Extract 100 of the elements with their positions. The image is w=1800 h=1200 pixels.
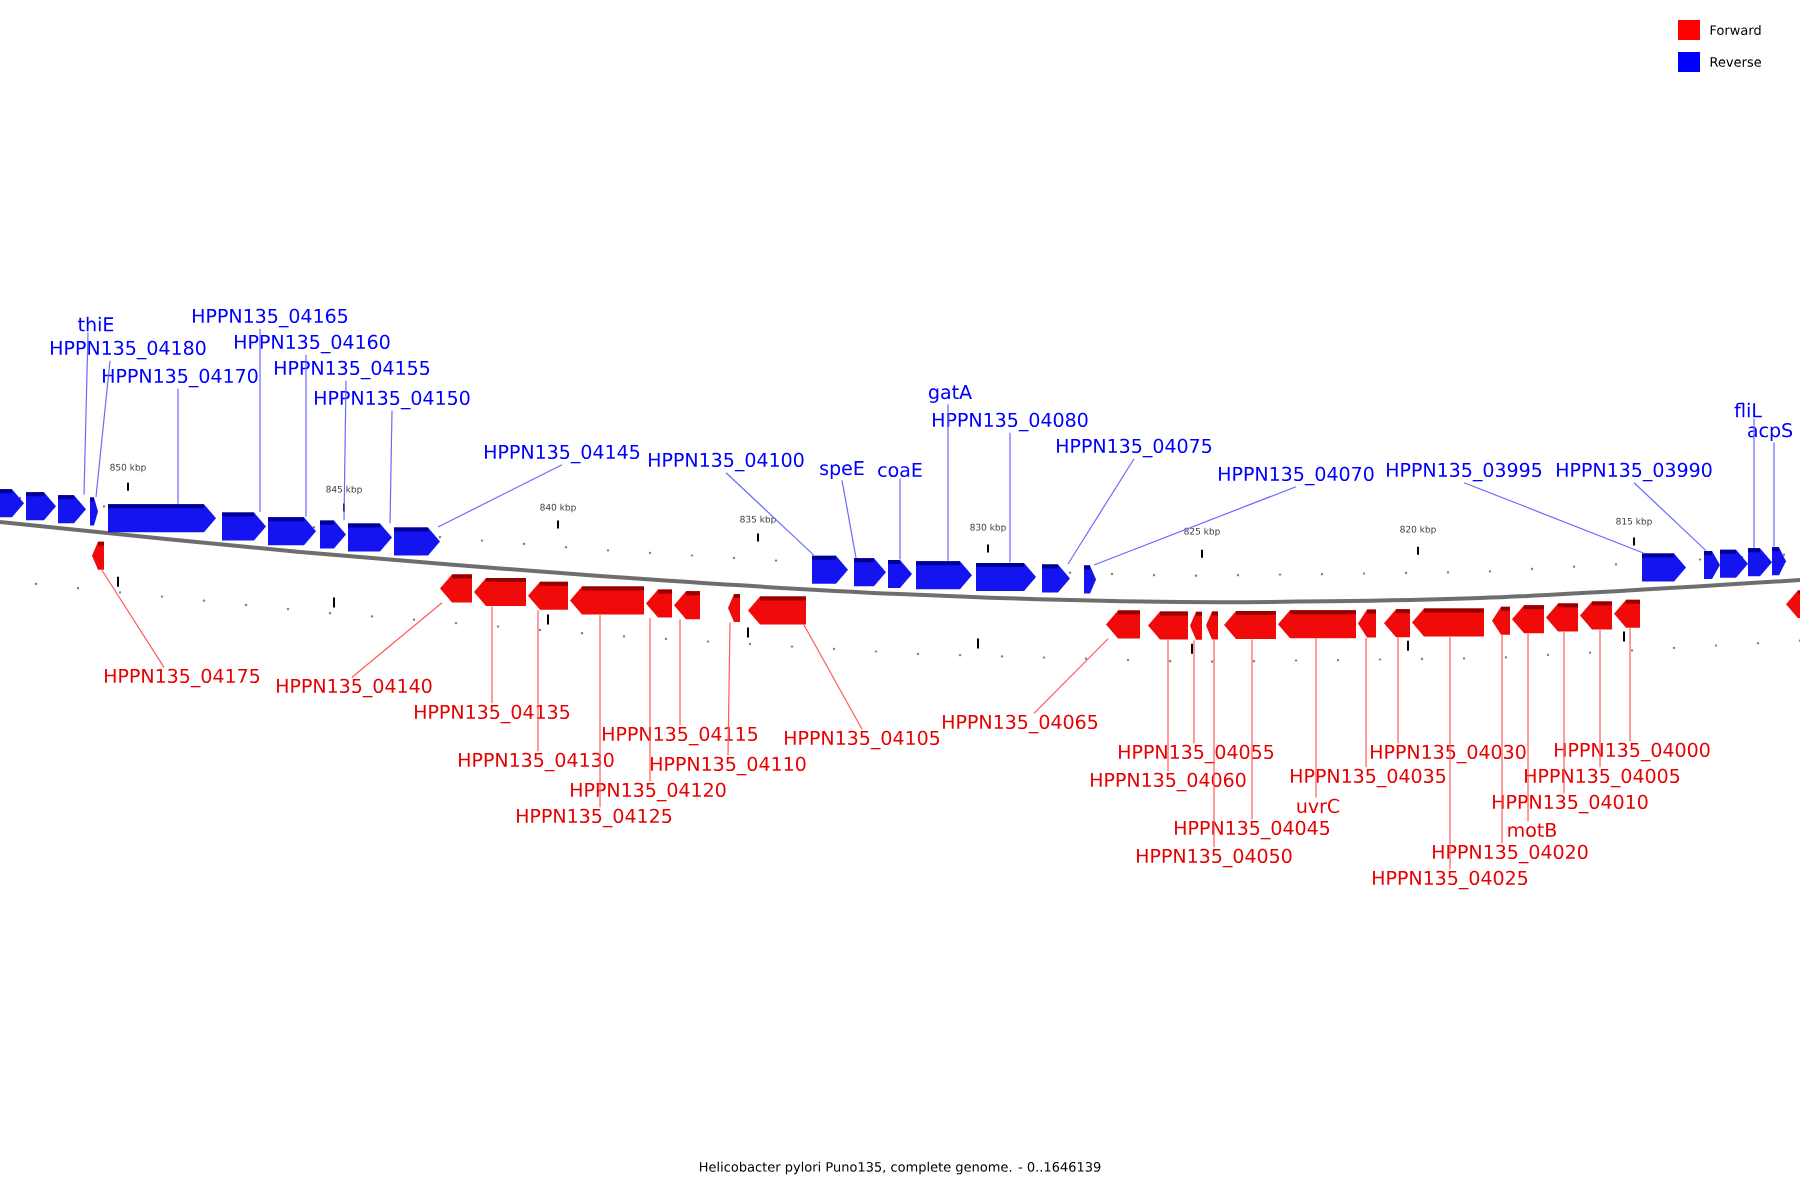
leader-line [1193,639,1195,744]
leader-line [1449,636,1451,870]
leader-line [1773,441,1775,548]
gene-block [1042,564,1070,593]
gene-label: HPPN135_04070 [1219,466,1374,486]
gene-block [812,555,848,584]
gene-block [1084,565,1096,594]
leader-line [1527,633,1529,823]
leader-line [679,619,681,726]
gene-label: HPPN135_04140 [277,678,432,698]
leader-line [899,477,901,561]
gene-block [108,504,216,533]
gene-block [646,589,672,618]
gene-block [90,497,98,526]
gene-block [92,541,104,570]
leader-line [1009,432,1011,564]
leader-line [1315,638,1317,799]
leader-line [101,569,165,668]
gene-block [1512,605,1544,634]
gene-label: speE [820,461,864,479]
gene-label: HPPN135_04105 [785,730,940,750]
gene-block [748,596,806,625]
leader-line [1365,637,1367,768]
leader-line [83,332,89,496]
leader-line [95,360,111,498]
gene-block [1786,590,1800,619]
gene-label: acpS [1748,422,1793,442]
gene-label: HPPN135_04020 [1433,844,1588,864]
gene-label: HPPN135_04150 [315,390,470,410]
gene-label: HPPN135_04080 [933,412,1088,432]
gene-label: HPPN135_04055 [1119,744,1274,764]
gene-block [1358,609,1376,638]
gene-label: HPPN135_04145 [485,444,640,464]
leader-line [351,602,443,678]
gene-block [320,520,346,549]
gene-label: gatA [928,385,972,403]
leader-line [1501,634,1503,844]
gene-block [222,512,266,541]
gene-label: HPPN135_04110 [651,756,806,776]
leader-line [1753,418,1755,549]
gene-block [674,591,700,620]
gene-block [888,560,912,588]
gene-label: HPPN135_04060 [1091,772,1246,792]
gene-block [1106,610,1140,639]
gene-block [394,527,440,556]
leader-line [725,472,815,556]
leader-line [389,410,393,524]
gene-block [348,523,392,552]
gene-label: HPPN135_04005 [1525,768,1680,788]
leader-line [1251,638,1253,820]
leader-line [1167,639,1169,772]
leader-line [305,354,307,518]
gene-block [1190,611,1202,640]
leader-line [1067,458,1135,565]
gene-label: HPPN135_04165 [193,308,348,328]
leader-line [599,614,601,808]
gene-block [0,489,24,518]
leader-line [1213,639,1215,848]
gene-block [26,492,56,521]
gene-label: HPPN135_04130 [459,752,614,772]
gene-label: HPPN135_04170 [103,368,258,388]
gene-block [1580,601,1612,630]
gene-label: HPPN135_04160 [235,334,390,354]
gene-label: HPPN135_04100 [649,452,804,472]
leader-line [177,388,179,505]
leader-line [803,624,863,730]
gene-label: HPPN135_04120 [571,782,726,802]
gene-block [268,517,316,546]
leader-line [947,403,949,562]
gene-block [728,594,740,622]
leader-line [343,380,347,521]
gene-block [474,578,526,606]
gene-label: HPPN135_04075 [1057,438,1212,458]
leader-line [1633,482,1707,552]
leader-line [841,479,857,559]
gene-label: coaE [878,462,922,478]
gene-label: HPPN135_04175 [105,668,260,688]
gene-label: HPPN135_04155 [275,360,430,380]
gene-block [58,495,86,524]
leader-line [491,605,493,704]
gene-label: HPPN135_03990 [1557,462,1712,482]
gene-block [1206,611,1218,640]
leader-line [537,609,539,752]
gene-label: HPPN135_04030 [1371,744,1526,764]
gene-label: HPPN135_04115 [603,726,758,746]
gene-label: HPPN135_04025 [1373,870,1528,890]
gene-label: uvrC [1297,798,1340,814]
gene-block [1384,609,1410,638]
gene-label: thiE [78,316,114,332]
gene-block [528,581,568,610]
gene-block [976,563,1036,591]
gene-label: fliL [1734,402,1762,418]
leader-line [1463,482,1645,554]
leader-line [1397,637,1399,744]
gene-label: motB [1508,822,1556,838]
gene-block [1224,611,1276,639]
leader-line [1033,638,1109,714]
gene-block [1748,548,1772,577]
gene-label: HPPN135_04045 [1175,820,1330,840]
gene-label: HPPN135_04065 [943,714,1098,734]
